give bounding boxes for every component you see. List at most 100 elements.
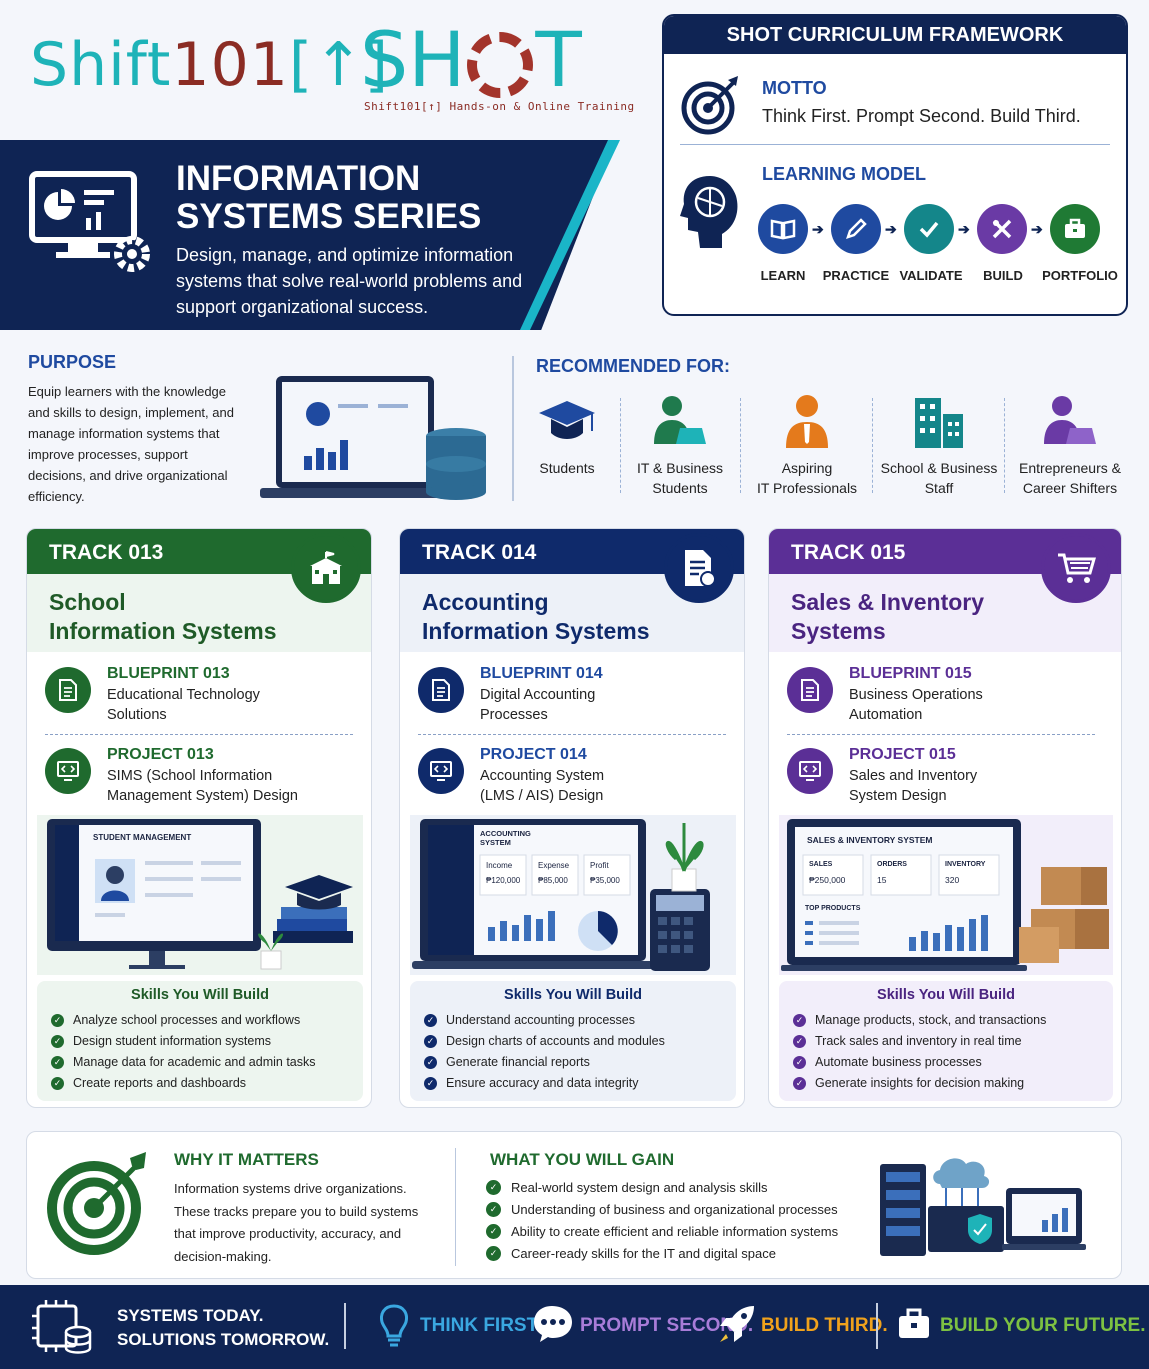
skill-text: Manage data for academic and admin tasks [73,1055,316,1069]
learn-label: LEARN [760,268,806,283]
learning-model-label: LEARNING MODEL [762,164,926,184]
person-laptop-icon [654,396,706,444]
track-title-line: Sales & Inventory [791,589,985,615]
track-title-line: Information Systems [422,618,650,644]
gain-list: ✓Real-world system design and analysis s… [486,1180,838,1268]
track-title-line: School [49,589,126,615]
rec-staff: School & Business Staff [876,392,1002,498]
screen-title: SALES & INVENTORY SYSTEM [807,835,933,845]
lightbulb-icon [380,1304,408,1347]
accounting-system-illustration: ACCOUNTING SYSTEM Income ₱120,000 Expens… [410,815,736,975]
skill-text: Design student information systems [73,1034,272,1048]
logo-text: Shift [30,30,172,100]
banner-description: Design, manage, and optimize information… [176,245,523,317]
project-desc: SIMS (School Information [107,768,273,784]
orders-label: ORDERS [877,861,907,868]
profit-label: Profit [590,861,609,870]
sales-inventory-illustration: SALES & INVENTORY SYSTEM SALES ₱250,000 … [779,815,1113,975]
divider [680,144,1110,145]
divider [787,734,1095,735]
divider [620,398,621,493]
arrow-icon: ➔ [812,221,824,237]
server-cloud-illustration [880,1158,1086,1256]
rec-label: IT Professionals [756,480,858,496]
divider [45,734,353,735]
student-management-illustration: STUDENT MANAGEMENT [37,815,363,975]
expense-label: Expense [538,861,570,870]
skill-item: ✓Analyze school processes and workflows [51,1013,363,1027]
rec-label: Career Shifters [1022,480,1118,496]
skill-text: Generate financial reports [446,1055,590,1069]
divider [1004,398,1005,493]
book-icon [770,219,796,240]
prompt-second-text: PROMPT SECOND. [580,1315,754,1336]
gain-text: Understanding of business and organizati… [511,1202,838,1217]
build-third-text: BUILD THIRD. [761,1315,888,1336]
brain-head-icon [680,176,738,248]
arrow-icon: ➔ [958,221,970,237]
skills-heading: Skills You Will Build [504,987,642,1003]
build-label: BUILD [983,268,1023,283]
professional-icon [786,395,828,448]
code-monitor-icon [418,748,464,794]
learn-step [758,204,808,254]
logo-sh: SH [360,15,466,104]
why-text: Information systems drive organizations.… [174,1181,419,1264]
gain-text: Real-world system design and analysis sk… [511,1180,768,1195]
skill-item: ✓Ensure accuracy and data integrity [424,1076,736,1090]
project-title: PROJECT 014 [480,746,587,763]
skills-heading: Skills You Will Build [877,987,1015,1003]
section-divider [512,356,514,501]
think-first-text: THINK FIRST. [420,1315,542,1336]
section-divider [455,1148,456,1266]
check-icon: ✓ [793,1055,806,1069]
rocket-icon [720,1306,754,1342]
arrow-icon: ➔ [1031,221,1043,237]
skill-item: ✓Track sales and inventory in real time [793,1034,1113,1048]
blueprint-title: BLUEPRINT 014 [480,665,603,682]
blueprint-desc: Solutions [107,707,167,723]
school-icon [291,533,361,603]
blueprint-desc: Automation [849,707,923,723]
purpose-heading: PURPOSE [28,352,117,372]
check-icon: ✓ [424,1013,437,1027]
portfolio-step [1050,204,1100,254]
logo-arrow: [↑] [288,30,390,100]
practice-label: PRACTICE [822,268,890,283]
check-icon: ✓ [793,1013,806,1027]
inventory-label: INVENTORY [945,861,986,868]
briefcase-icon [1065,218,1085,238]
blueprint-desc: Processes [480,707,548,723]
gain-item: ✓Ability to create efficient and reliabl… [486,1224,838,1239]
logo-tagline: Shift101[↑] Hands-on & Online Training [364,100,635,113]
skill-text: Create reports and dashboards [73,1076,247,1090]
graduation-cap-icon [539,401,595,439]
skills-box: Skills You Will Build ✓Manage products, … [779,981,1113,1101]
check-icon: ✓ [51,1076,64,1090]
arrow-icon: ➔ [885,221,897,237]
document-icon [418,667,464,713]
build-step [977,204,1027,254]
project-desc: Management System) Design [107,788,298,804]
rec-students: Students [527,392,607,478]
divider [876,1303,878,1349]
skill-text: Design charts of accounts and modules [446,1034,665,1048]
document-icon [45,667,91,713]
footer-line: SYSTEMS TODAY. [117,1306,264,1325]
skill-text: Generate insights for decision making [815,1076,1025,1090]
tools-icon [992,219,1012,239]
check-icon: ✓ [793,1034,806,1048]
top-products-label: TOP PRODUCTS [805,905,861,912]
gain-heading: WHAT YOU WILL GAIN [490,1150,675,1169]
skill-item: ✓Generate financial reports [424,1055,736,1069]
practice-step [831,204,881,254]
chip-database-icon [32,1300,92,1354]
cart-icon [1041,533,1111,603]
check-icon: ✓ [51,1055,64,1069]
gain-item: ✓Real-world system design and analysis s… [486,1180,838,1195]
